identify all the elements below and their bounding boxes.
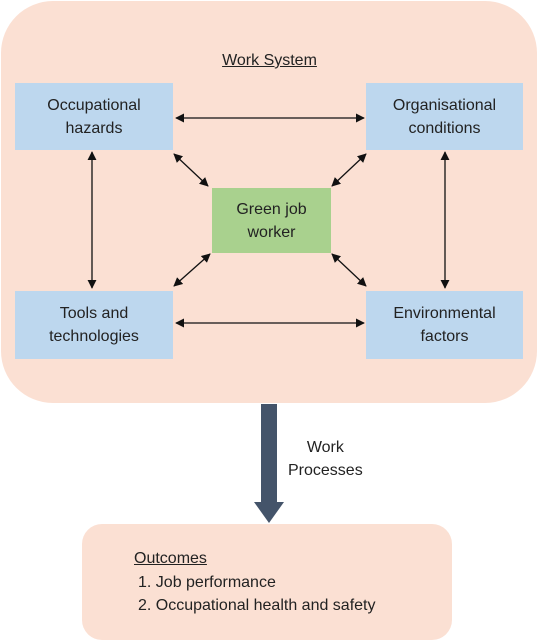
- outcomes-list: 1. Job performance 2. Occupational healt…: [138, 571, 376, 617]
- arrow-organisational-worker: [331, 153, 367, 187]
- work-process-arrow: [254, 404, 284, 523]
- outcomes-box: Outcomes 1. Job performance 2. Occupatio…: [82, 524, 452, 640]
- node-organisational-conditions: Organisational conditions: [366, 83, 523, 150]
- node-tools-technologies: Tools and technologies: [15, 291, 173, 359]
- node-environmental-factors: Environmental factors: [366, 291, 523, 359]
- work-system-title: Work System: [222, 52, 317, 69]
- arrow-tools-worker: [173, 253, 211, 287]
- node-green-job-worker: Green job worker: [212, 188, 331, 253]
- node-occupational-hazards: Occupational hazards: [15, 83, 173, 150]
- outcomes-title: Outcomes: [134, 550, 207, 567]
- arrow-environmental-worker: [331, 253, 367, 287]
- work-processes-label: Work Processes: [288, 439, 363, 479]
- outcome-item: 2. Occupational health and safety: [138, 597, 376, 614]
- arrow-hazards-worker: [173, 153, 209, 187]
- outcome-item: 1. Job performance: [138, 574, 276, 591]
